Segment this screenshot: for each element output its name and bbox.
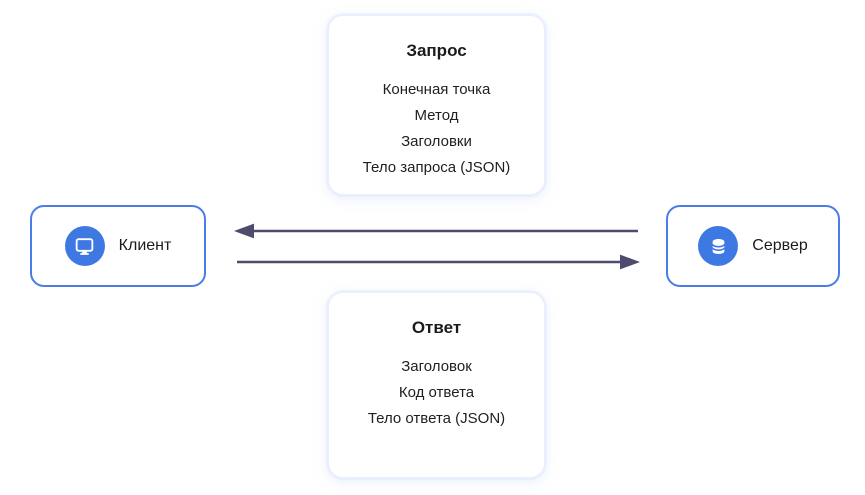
request-item: Метод bbox=[414, 107, 459, 124]
database-icon bbox=[698, 226, 739, 266]
request-item: Конечная точка bbox=[382, 81, 491, 98]
response-item: Заголовок bbox=[401, 358, 472, 375]
arrow-client-to-server bbox=[237, 254, 640, 270]
response-card: Ответ Заголовок Код ответа Тело ответа (… bbox=[327, 291, 546, 479]
client-node-label: Клиент bbox=[118, 237, 172, 254]
server-node: Сервер bbox=[666, 205, 840, 287]
request-card-title: Запрос bbox=[406, 41, 467, 60]
response-card-items: Заголовок Код ответа Тело ответа (JSON) bbox=[329, 354, 544, 432]
response-item: Тело ответа (JSON) bbox=[367, 410, 506, 427]
request-item: Тело запроса (JSON) bbox=[362, 159, 511, 176]
request-card: Запрос Конечная точка Метод Заголовки Те… bbox=[327, 14, 546, 196]
arrow-server-to-client bbox=[234, 223, 638, 239]
response-card-title: Ответ bbox=[411, 318, 462, 337]
response-item: Код ответа bbox=[398, 384, 475, 401]
server-node-label: Сервер bbox=[752, 237, 808, 254]
request-item: Заголовки bbox=[401, 133, 472, 150]
monitor-icon bbox=[64, 226, 105, 266]
request-card-items: Конечная точка Метод Заголовки Тело запр… bbox=[329, 77, 544, 181]
client-node: Клиент bbox=[30, 205, 206, 287]
